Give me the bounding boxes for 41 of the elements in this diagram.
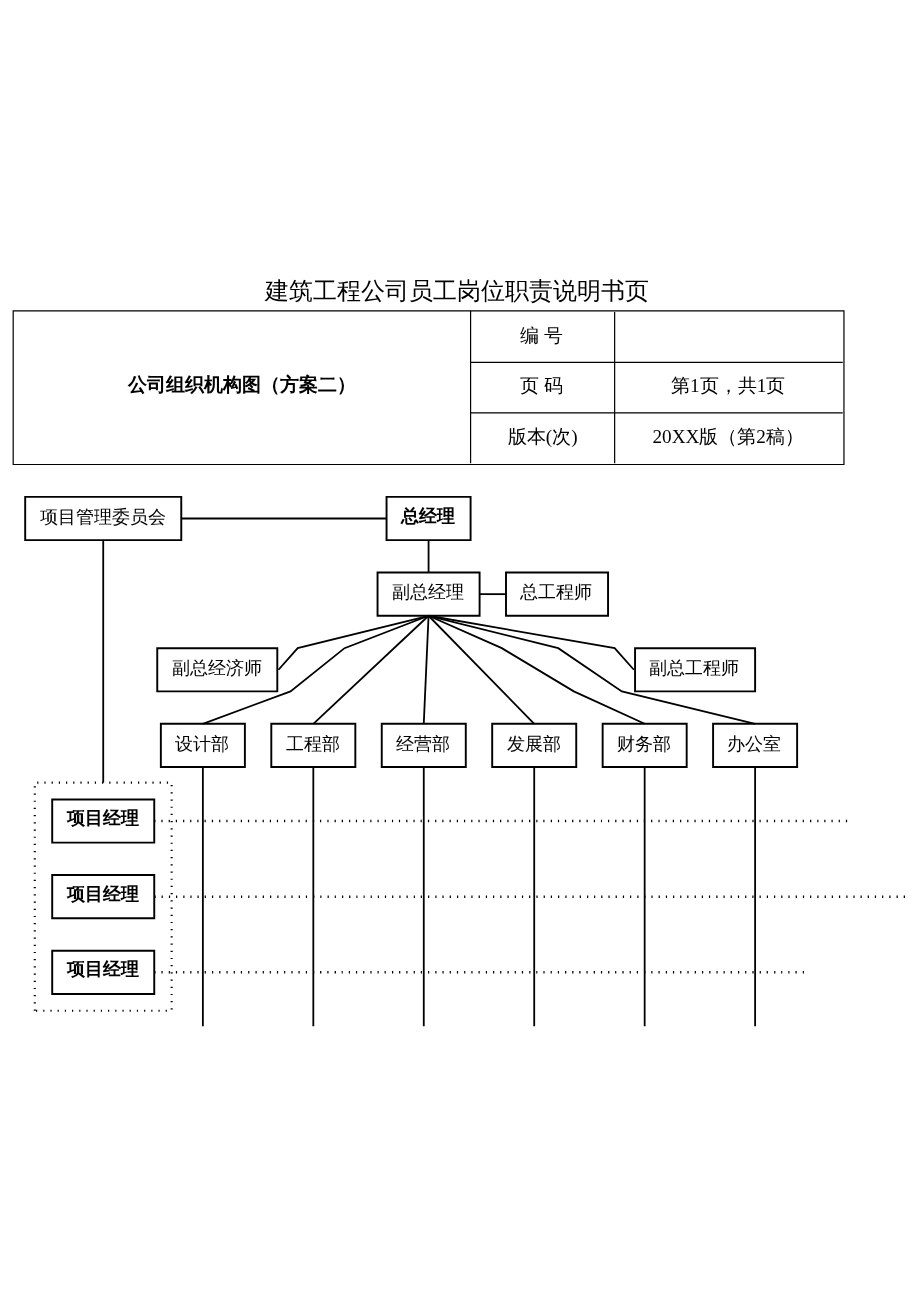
connector [427,614,646,725]
label: 编 号 [520,324,564,346]
node-box: 总经理 [385,495,472,542]
node-box: 副总经济师 [156,647,279,693]
node-box: 经营部 [380,722,467,768]
label: 第1页，共1页 [671,375,786,397]
connector [312,614,430,725]
connector [643,766,646,1028]
node-box: 项目经理 [51,949,156,995]
connector [180,517,388,520]
cluster [33,781,173,1012]
connector [312,766,315,1028]
connector [533,766,536,1028]
label: 公司组织机构图（方案二） [128,374,357,396]
node-box: 副总经理 [376,571,481,617]
connector [277,614,430,671]
diagram-title: 建筑工程公司员工岗位职责说明书页 [264,277,649,304]
connector [427,614,536,725]
connector [422,614,430,725]
label: 20XX版（第2稿） [652,425,804,447]
connector [422,766,425,1028]
node-box: 项目经理 [51,874,156,920]
node-box: 设计部 [159,722,246,768]
node-box: 总工程师 [505,571,609,617]
connector [427,539,430,574]
connector [201,614,430,725]
connector [754,766,756,1028]
node-box: 副总工程师 [634,647,757,693]
connector [427,614,756,725]
node-box: 办公室 [712,722,799,768]
label: 页 码 [520,375,564,397]
connector [201,766,204,1028]
label: 版本(次) [507,425,578,447]
node-box: 财务部 [601,722,688,768]
connector [154,895,906,898]
node-box: 发展部 [491,722,578,768]
node-box: 项目经理 [51,798,156,844]
connector [478,593,507,596]
node-box: 工程部 [270,722,357,768]
node-box: 项目管理委员会 [24,495,183,542]
connector [102,539,105,784]
